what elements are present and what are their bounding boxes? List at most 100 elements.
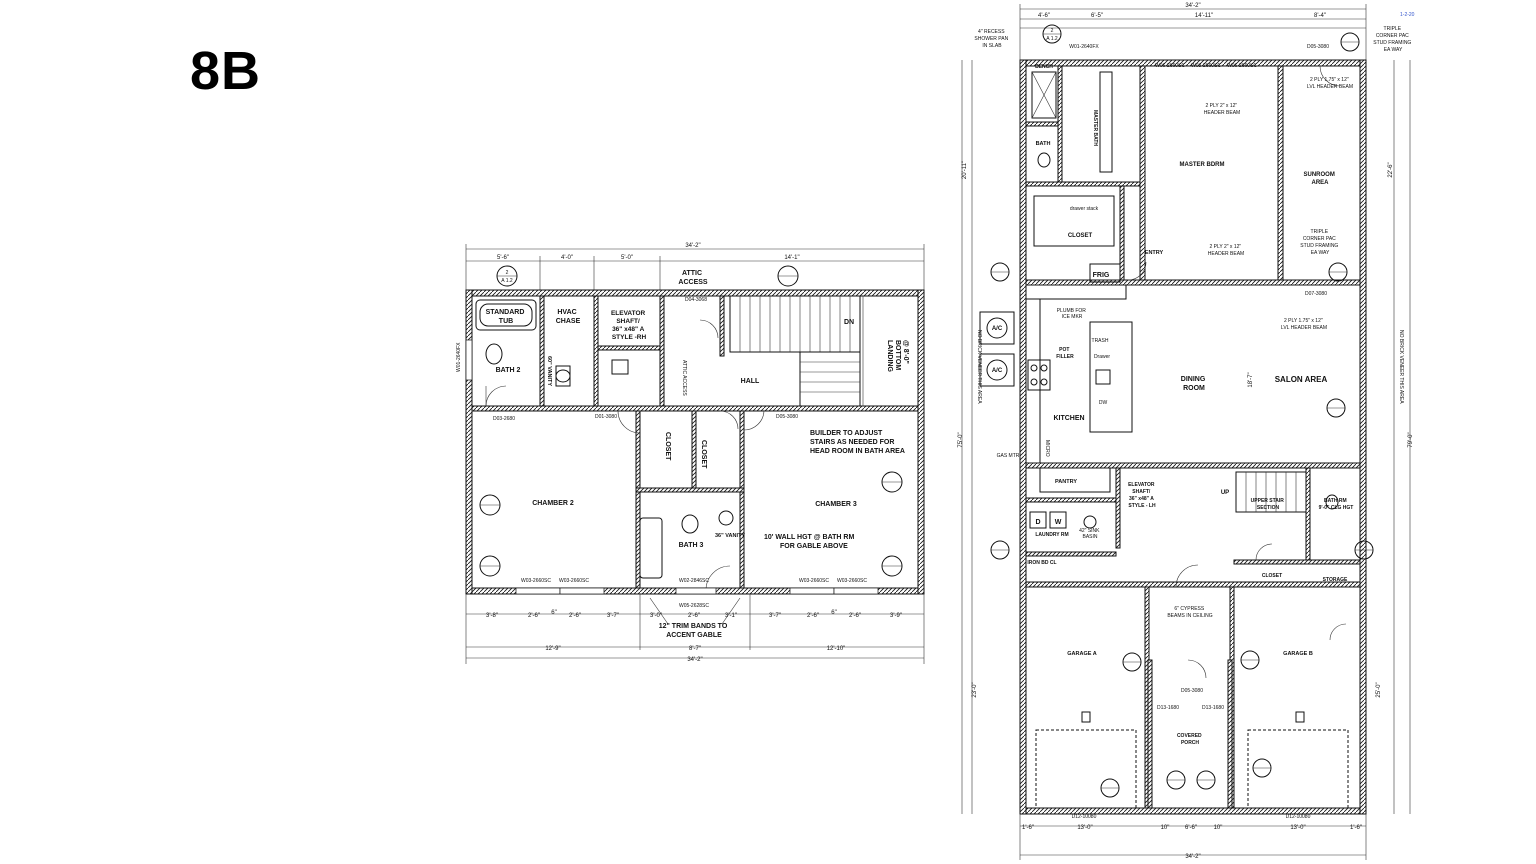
main-bottom-dimensions: 1'-6" 13'-0" 10" 6'-6" 10" 13'-0" 1'-6" … <box>1019 814 1367 860</box>
main-marker-num: 2 <box>1051 28 1054 34</box>
main-label-w: W <box>1055 519 1062 526</box>
main-label-dw: DW <box>1099 400 1108 406</box>
main-note-cypress: 6" CYPRESS BEAMS IN CEILING <box>1167 606 1212 619</box>
main-label-closet: CLOSET <box>1068 233 1093 239</box>
upper-fixtures <box>475 299 734 579</box>
main-side-dimensions: 20'-11" 75'-0" 22'-6" 18'-7" 23'-0" 25'-… <box>958 60 1414 814</box>
main-ac-units <box>979 311 1015 387</box>
main-label-storage: STORAGE <box>1323 577 1348 583</box>
main-note-veneer-left: NO BRICK VENEER THIS AREA <box>976 330 982 404</box>
upper-label-elevator-shaft: ELEVATOR SHAFT/ 36" x48" A STYLE -RH <box>611 310 647 341</box>
main-dim-seg-2: 14'-11" <box>1195 13 1213 19</box>
main-tag-2: W06-2660SC <box>1155 63 1185 69</box>
main-label-master-bath: MASTER BATH <box>1092 110 1098 146</box>
upper-bdim-10: 6" <box>831 610 836 616</box>
main-tag-5: D07-3080 <box>1305 291 1327 297</box>
upper-dim-overall: 34'-2" <box>685 243 700 249</box>
main-sdim-2: 22'-6" <box>1388 162 1394 177</box>
main-bdim-overall: 34'-2" <box>1185 854 1200 860</box>
main-tag-9: D12-10080 <box>1286 814 1311 820</box>
main-notes: 4" RECESS SHOWER PAN IN SLAB TRIPLE CORN… <box>974 26 1412 619</box>
upper-tag-6: W02-2846SC <box>679 578 709 584</box>
main-bdim-6: 1'-6" <box>1350 825 1362 831</box>
main-bdim-4: 10" <box>1214 825 1223 831</box>
upper-bdim-mid-0: 12'-9" <box>545 646 560 652</box>
main-note-triple-top: TRIPLE CORNER PAC STUD FRAMING EA WAY <box>1373 26 1412 53</box>
main-doors <box>1127 65 1347 679</box>
main-label-dining: DINING ROOM <box>1181 376 1207 392</box>
main-tag-8: D12-10080 <box>1072 814 1097 820</box>
upper-label-chamber3: CHAMBER 3 <box>815 501 857 508</box>
main-section-markers: 2 A 1.2 <box>990 24 1374 798</box>
main-label-up: UP <box>1221 490 1229 496</box>
main-note-shower: 4" RECESS SHOWER PAN IN SLAB <box>974 29 1009 49</box>
upper-tag-0: D04-3068 <box>685 297 707 303</box>
upper-bdim-6: 2'-6" <box>688 613 700 619</box>
upper-bdim-mid-1: 8'-7" <box>689 646 701 652</box>
upper-dim-seg-1: 5'-6" <box>497 255 509 261</box>
main-label-drawer: Drawer <box>1094 354 1110 360</box>
upper-note-builder: BUILDER TO ADJUST STAIRS AS NEEDED FOR H… <box>810 430 905 455</box>
main-sdim-5: 25'-0" <box>1376 682 1382 697</box>
upper-bottom-dimensions: 3'-8" 2'-6" 6" 2'-6" 3'-7" 3'-0" 2'-6" 3… <box>465 594 925 664</box>
main-label-plumb: PLUMB FOR ICE MKR <box>1057 308 1088 320</box>
main-sdim-0: 20'-11" <box>962 161 968 179</box>
main-note-header-master: 2 PLY 2" x 12" HEADER BEAM <box>1204 103 1240 116</box>
main-note-lvl-mid: 2 PLY 1.75" x 12" LVL HEADER BEAM <box>1281 318 1327 331</box>
upper-label-vanity36: 36" VANITY <box>715 533 745 539</box>
main-sdim-4: 23'-0" <box>972 682 978 697</box>
upper-notes: BUILDER TO ADJUST STAIRS AS NEEDED FOR H… <box>649 430 905 639</box>
main-label-entry: ENTRY <box>1145 250 1164 256</box>
upper-tag-1: D03-2680 <box>493 416 515 422</box>
main-note-header-entry: 2 PLY 2" x 12" HEADER BEAM <box>1208 244 1244 257</box>
main-label-bath-rm: BATH RM 9'-0" CLG HGT <box>1319 498 1354 511</box>
upper-label-dn: DN <box>844 319 854 326</box>
upper-interior-walls <box>471 295 919 589</box>
main-label-gas: GAS MTR <box>997 453 1020 459</box>
upper-tag-7: W05-2628SC <box>679 603 709 609</box>
main-label-ac1: A/C <box>992 326 1003 332</box>
upper-bdim-4: 3'-7" <box>607 613 619 619</box>
upper-floor-plan: 34'-2" 5'-6" 4'-0" 5'-0" 14'-1" <box>456 243 925 664</box>
main-interior-walls <box>1025 65 1361 809</box>
main-floor-plan: 34'-2" 4'-6" 6'-5" 14'-11" 8'-4" <box>958 3 1415 860</box>
main-label-laundry: LAUNDRY RM <box>1035 532 1068 538</box>
upper-label-hall: HALL <box>741 378 760 385</box>
main-label-trash: TRASH <box>1092 338 1109 344</box>
upper-label-bath3: BATH 3 <box>679 542 704 549</box>
upper-tag-10: W01-2640FX <box>456 342 462 372</box>
main-label-pantry: PANTRY <box>1055 479 1077 485</box>
main-label-kitchen: KITCHEN <box>1053 415 1084 422</box>
upper-bdim-2: 6" <box>551 610 556 616</box>
main-wall-left <box>1019 59 1027 815</box>
upper-bdim-8: 3'-7" <box>769 613 781 619</box>
main-bdim-2: 10" <box>1161 825 1170 831</box>
main-tag-1: D05-3080 <box>1307 44 1329 50</box>
main-top-dimensions: 34'-2" 4'-6" 6'-5" 14'-11" 8'-4" <box>1019 3 1367 66</box>
main-bdim-3: 6'-6" <box>1185 825 1197 831</box>
upper-bdim-12: 3'-9" <box>890 613 902 619</box>
upper-tag-8: W03-2660SC <box>799 578 829 584</box>
main-label-salon: SALON AREA <box>1275 375 1328 384</box>
upper-bdim-mid-2: 12'-10" <box>827 646 846 652</box>
upper-windows <box>465 339 879 595</box>
main-label-closet2: CLOSET <box>1262 573 1282 579</box>
main-label-ac2: A/C <box>992 368 1003 374</box>
main-tag-0: W01-2640FX <box>1069 44 1099 50</box>
upper-dim-seg-2: 4'-0" <box>561 255 573 261</box>
upper-label-hvac-chase: HVAC CHASE <box>556 309 581 325</box>
main-sdim-1: 75'-0" <box>958 432 964 447</box>
corner-ref: 1-2-20 <box>1400 12 1415 18</box>
main-note-veneer-right: NO BRICK VENEER THIS AREA <box>1398 330 1404 404</box>
upper-bdim-0: 3'-8" <box>486 613 498 619</box>
upper-doors <box>485 319 765 591</box>
main-label-micro: MICRO <box>1044 440 1050 457</box>
main-label-garage-a: GARAGE A <box>1067 651 1096 657</box>
main-wall-right <box>1359 59 1367 815</box>
upper-dim-seg-3: 5'-0" <box>621 255 633 261</box>
main-room-labels: MASTER BDRM SUNROOM AREA MASTER BATH BAT… <box>992 64 1354 746</box>
upper-tag-3: D05-3080 <box>776 414 798 420</box>
upper-label-standard-tub: STANDARD TUB <box>486 309 527 325</box>
main-sdim-6: 79'-0" <box>1408 432 1414 447</box>
main-marker-ref: A 1.2 <box>1046 36 1058 42</box>
